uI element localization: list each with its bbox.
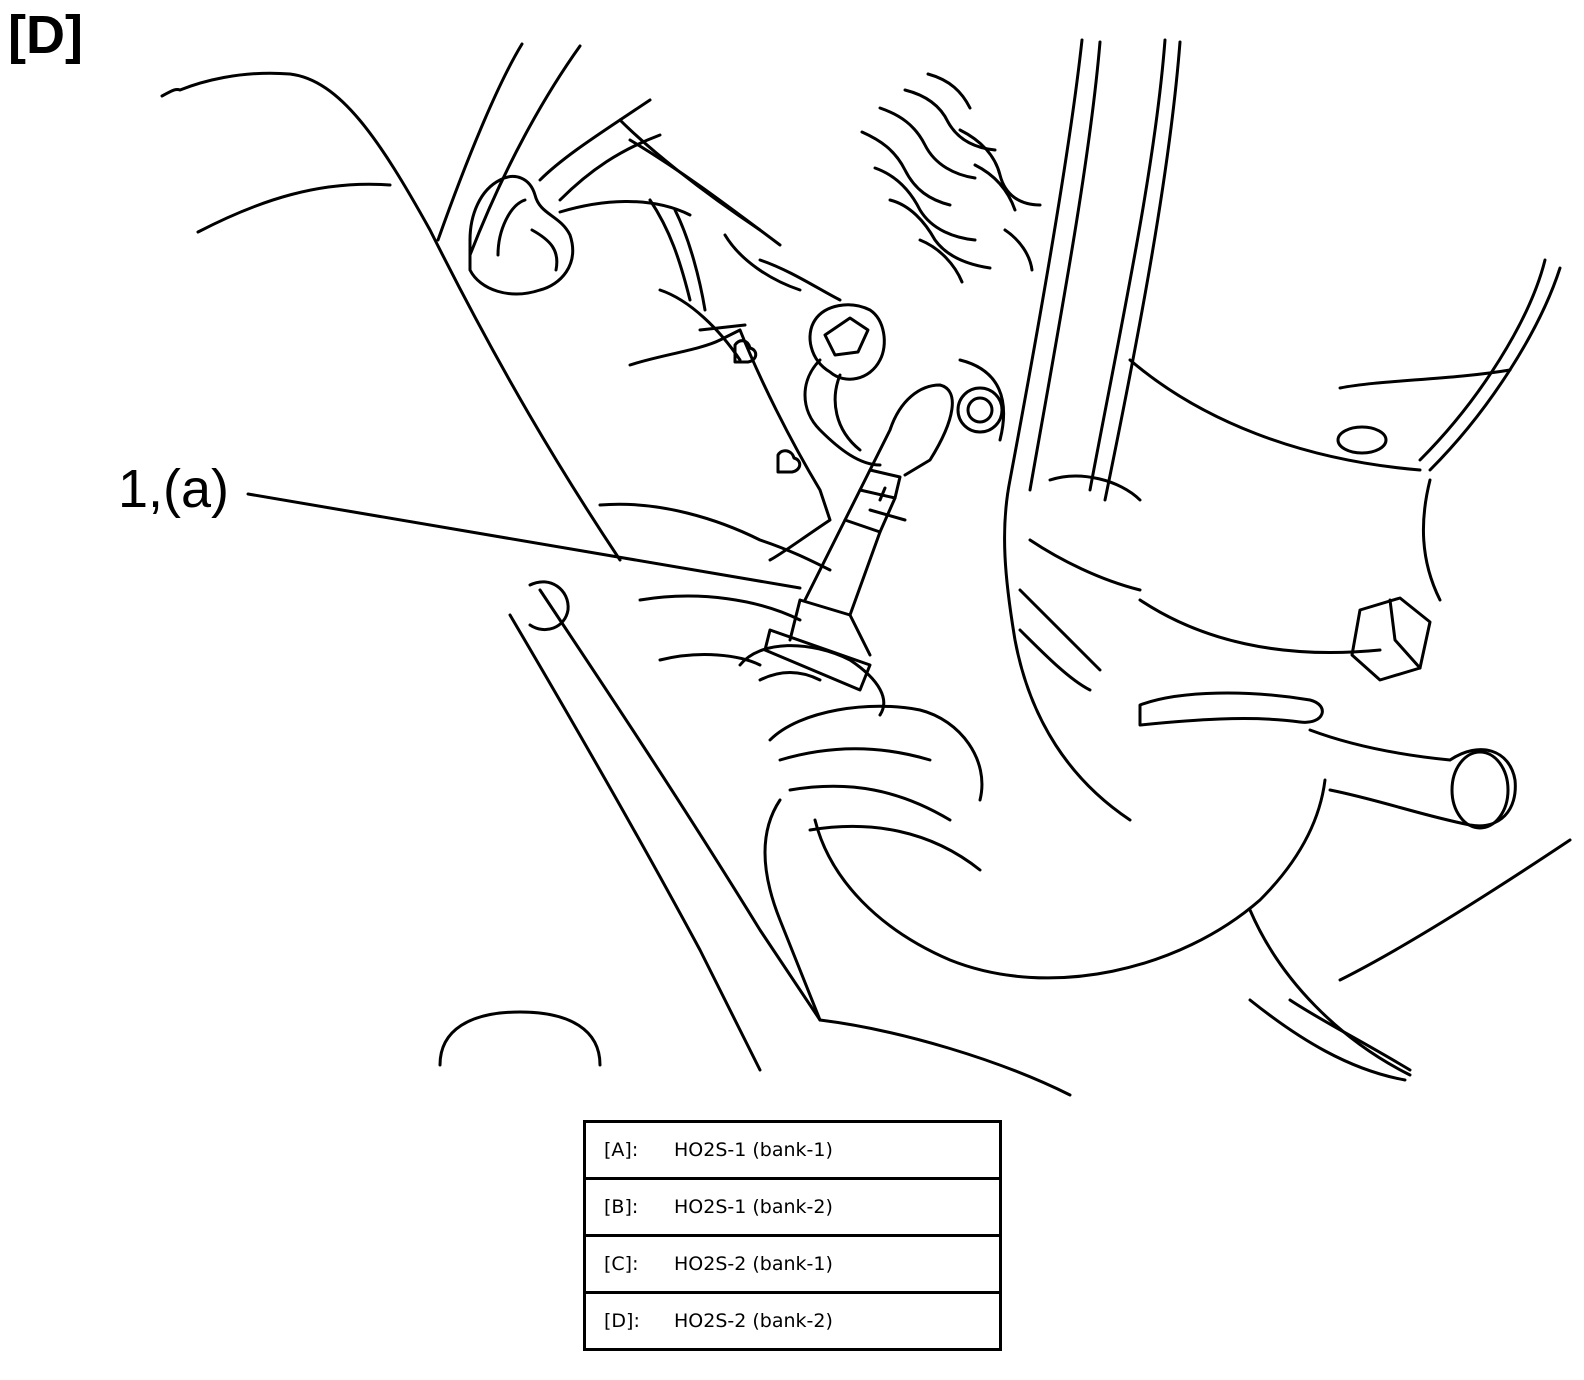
sensor-connector (808, 303, 886, 381)
legend-row: [B]: HO2S-1 (bank-2) (584, 1178, 1001, 1237)
frame-rail (508, 613, 762, 1072)
legend-row: [C]: HO2S-2 (bank-1) (584, 1235, 1001, 1294)
legend-row: [A]: HO2S-1 (bank-1) (584, 1121, 1001, 1180)
callout-leader (246, 492, 802, 590)
legend-row: [D]: HO2S-2 (bank-2) (585, 1293, 1001, 1350)
legend-key: [C]: (584, 1235, 674, 1294)
bolt-icon (956, 386, 1004, 434)
vent-hole (1336, 425, 1388, 455)
exhaust-oxygen-sensor-illustration (160, 38, 1572, 1097)
access-hole (528, 580, 570, 631)
legend-key: [A]: (584, 1121, 674, 1180)
access-hole (438, 1010, 602, 1067)
hanger-ring (1450, 750, 1510, 830)
bolt-icon (776, 449, 802, 474)
legend-value: HO2S-1 (bank-1) (674, 1121, 1001, 1180)
catalytic-converter-body (1003, 38, 1132, 822)
legend-value: HO2S-2 (bank-2) (674, 1310, 833, 1332)
bolt-icon (733, 339, 758, 364)
pipe-bracket (468, 175, 575, 296)
callout-label: 1,(a) (118, 459, 230, 519)
heat-shield-ripples (860, 72, 1042, 284)
legend-key: [B]: (584, 1178, 674, 1237)
legend-table: [A]: HO2S-1 (bank-1) [B]: HO2S-1 (bank-2… (583, 1120, 1002, 1351)
exhaust-pipe-lower (813, 778, 1327, 980)
figure-tag: [D] (8, 5, 83, 65)
mounting-plate (628, 328, 832, 562)
oxygen-sensor-icon (763, 383, 954, 692)
sensor-harness (803, 358, 882, 467)
body-panel-outline (160, 71, 622, 562)
legend-value: HO2S-1 (bank-2) (674, 1178, 1001, 1237)
legend-value: HO2S-2 (bank-1) (674, 1235, 1001, 1294)
legend-key: [D]: (604, 1310, 640, 1332)
